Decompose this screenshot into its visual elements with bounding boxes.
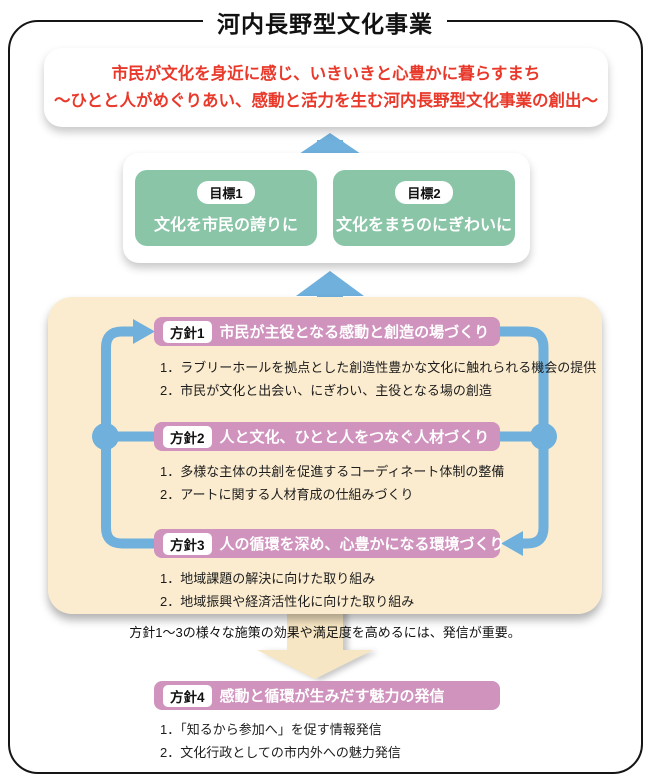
goal-text-2: 文化をまちのにぎわいに: [335, 217, 512, 234]
policy-badge-1: 方針1: [163, 320, 212, 343]
policy-list-3: 1．地域課題の解決に向けた取り組み 2．地域振興や経済活性化に向けた取り組み: [160, 567, 414, 613]
policy-3-item-1: 1．地域課題の解決に向けた取り組み: [160, 571, 376, 586]
policy-4-item-1: 1．「知るから参加へ」を促す情報発信: [160, 722, 382, 737]
policy-bar-1: 方針1 市民が主役となる感動と創造の場づくり: [154, 317, 500, 346]
page-title: 河内長野型文化事業: [203, 5, 447, 39]
vision-line-2: ～ひとと人がめぐりあい、感動と活力を生む河内長野型文化事業の創出～: [53, 91, 598, 110]
policy-badge-4: 方針4: [163, 684, 212, 707]
policy-4-item-2: 2．文化行政としての市内外への魅力発信: [160, 745, 401, 760]
vision-box: 市民が文化を身近に感じ、いきいきと心豊かに暮らすまち ～ひとと人がめぐりあい、感…: [44, 48, 608, 127]
down-arrow-icon: [257, 606, 373, 679]
vision-line-1: 市民が文化を身近に感じ、いきいきと心豊かに暮らすまち: [111, 64, 541, 83]
policy-title-1: 市民が主役となる感動と創造の場づくり: [219, 324, 490, 341]
policy-2-item-1: 1．多様な主体の共創を促進するコーディネート体制の整備: [160, 464, 505, 479]
up-arrow-icon: [296, 133, 364, 156]
policy-bar-4: 方針4 感動と循環が生みだす魅力の発信: [154, 681, 500, 710]
goal-badge-2: 目標2: [395, 181, 453, 204]
policy-list-4: 1．「知るから参加へ」を促す情報発信 2．文化行政としての市内外への魅力発信: [160, 718, 401, 764]
policy-title-3: 人の循環を深め、心豊かになる環境づくり: [219, 536, 505, 553]
goal-card-2: 目標2 文化をまちのにぎわいに: [333, 170, 515, 246]
goal-card-1: 目標1 文化を市民の誇りに: [135, 170, 317, 246]
policy-badge-3: 方針3: [163, 532, 212, 555]
goal-badge-1: 目標1: [197, 181, 255, 204]
goal-text-1: 文化を市民の誇りに: [153, 217, 298, 234]
policy-bar-3: 方針3 人の循環を深め、心豊かになる環境づくり: [154, 529, 505, 558]
policy-list-1: 1．ラブリーホールを拠点とした創造性豊かな文化に触れられる機会の提供 2．市民が…: [160, 356, 596, 402]
policy-badge-2: 方針2: [163, 425, 212, 448]
policy-list-2: 1．多様な主体の共創を促進するコーディネート体制の整備 2．アートに関する人材育…: [160, 460, 504, 506]
policy-3-item-2: 2．地域振興や経済活性化に向けた取り組み: [160, 594, 415, 609]
policy-title-4: 感動と循環が生みだす魅力の発信: [219, 688, 445, 705]
policy-1-item-1: 1．ラブリーホールを拠点とした創造性豊かな文化に触れられる機会の提供: [160, 360, 597, 375]
policy-2-item-2: 2．アートに関する人材育成の仕組みづくり: [160, 487, 414, 502]
policy-1-item-2: 2．市民が文化と出会い、にぎわい、主役となる場の創造: [160, 383, 492, 398]
up-arrow-icon: [296, 271, 364, 296]
note-text: 方針1～3の様々な施策の効果や満足度を高めるには、発信が重要。: [129, 625, 521, 640]
policy-title-2: 人と文化、ひとと人をつなぐ人材づくり: [219, 429, 490, 446]
policy-bar-2: 方針2 人と文化、ひとと人をつなぐ人材づくり: [154, 422, 500, 451]
goals-box: 目標1 文化を市民の誇りに 目標2 文化をまちのにぎわいに: [123, 153, 530, 263]
